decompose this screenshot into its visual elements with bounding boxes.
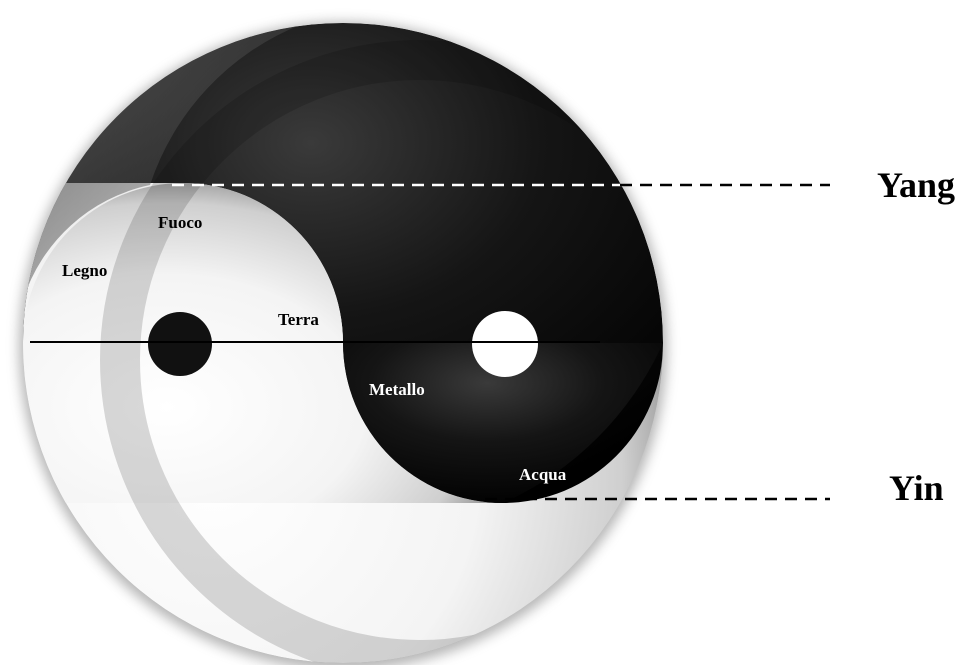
label-yin: Yin: [889, 468, 944, 508]
label-acqua: Acqua: [519, 465, 567, 484]
yin-dot: [148, 312, 212, 376]
label-fuoco: Fuoco: [158, 213, 202, 232]
label-metallo: Metallo: [369, 380, 425, 399]
yang-dot: [472, 311, 538, 377]
label-yang: Yang: [877, 165, 955, 205]
label-legno: Legno: [62, 261, 107, 280]
label-terra: Terra: [278, 310, 319, 329]
